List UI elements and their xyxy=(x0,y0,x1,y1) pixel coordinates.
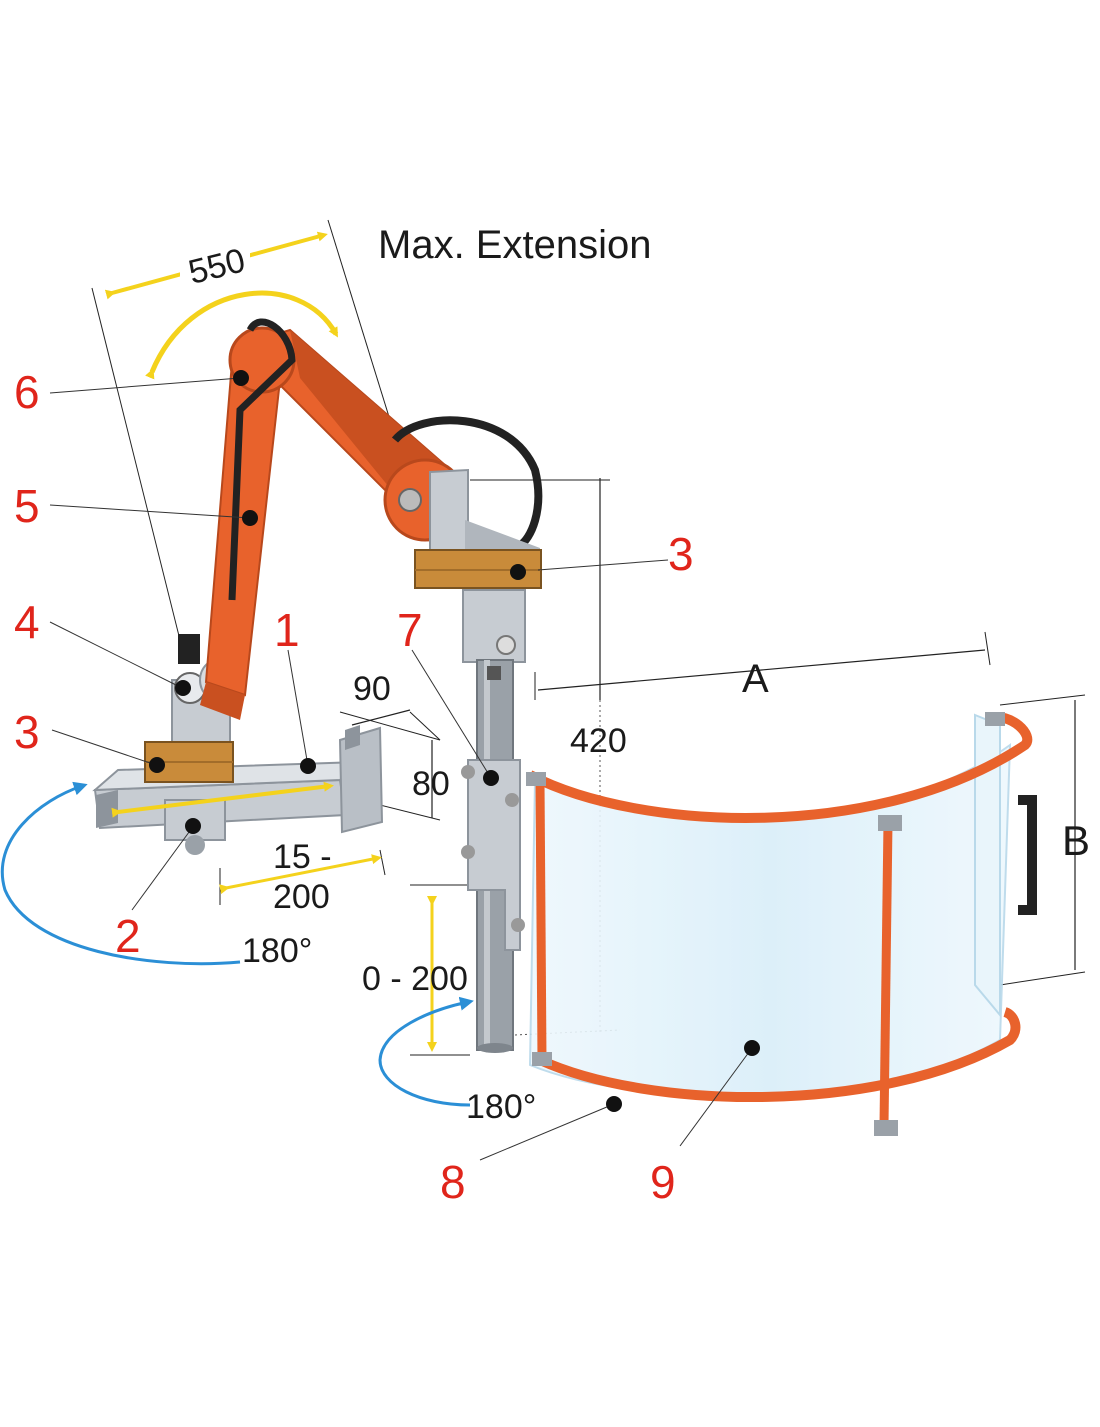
callout-dot-icon xyxy=(606,1096,622,1112)
callout-7: 7 xyxy=(397,604,423,656)
callout-dot-icon xyxy=(510,564,526,580)
rotation-arrow-icon-left xyxy=(0,781,241,966)
dim-arrow-15-200 xyxy=(219,854,382,895)
callout-dots xyxy=(149,370,760,1112)
callout-1: 1 xyxy=(274,604,300,656)
callout-6: 6 xyxy=(14,366,40,418)
callout-9: 9 xyxy=(650,1156,676,1208)
rotation-180-left: 180° xyxy=(242,932,312,970)
dim-420: 420 xyxy=(570,722,627,760)
slide-arrow-icon xyxy=(111,781,334,818)
callout-dot-icon xyxy=(300,758,316,774)
callout-dot-icon xyxy=(233,370,249,386)
dimension-lines xyxy=(351,478,1076,970)
callout-dot-icon xyxy=(149,757,165,773)
dim-0-200: 0 - 200 xyxy=(362,960,468,998)
rotation-180-right: 180° xyxy=(466,1088,536,1126)
callout-numbers: 6 5 4 3 2 1 7 3 8 9 xyxy=(14,366,694,1208)
articulated-arm xyxy=(200,318,543,720)
wall-base-assembly xyxy=(92,725,384,855)
callout-dot-icon xyxy=(175,680,191,696)
title-text: Max. Extension xyxy=(378,223,651,267)
callout-3-right: 3 xyxy=(668,528,694,580)
dim-80: 80 xyxy=(412,765,450,803)
safety-guard xyxy=(526,712,1037,1136)
dim-b: B xyxy=(1062,817,1090,864)
callout-3-left: 3 xyxy=(14,706,40,758)
dim-15: 15 - xyxy=(273,838,332,876)
callout-dot-icon xyxy=(744,1040,760,1056)
callout-dot-icon xyxy=(242,510,258,526)
upper-joint xyxy=(414,468,542,663)
elbow-rotation-arrow-icon xyxy=(145,290,339,380)
vertical-column xyxy=(461,659,525,1053)
dim-90: 90 xyxy=(353,670,391,708)
callout-8: 8 xyxy=(440,1156,466,1208)
callout-4: 4 xyxy=(14,596,40,648)
dim-a: A xyxy=(742,657,769,701)
callout-dot-icon xyxy=(185,818,201,834)
callout-2: 2 xyxy=(115,910,141,962)
rotation-arrow-icon-right xyxy=(378,996,474,1107)
dim-200: 200 xyxy=(273,878,330,916)
callout-leaders xyxy=(49,377,753,1161)
callout-dot-icon xyxy=(483,770,499,786)
callout-5: 5 xyxy=(14,480,40,532)
